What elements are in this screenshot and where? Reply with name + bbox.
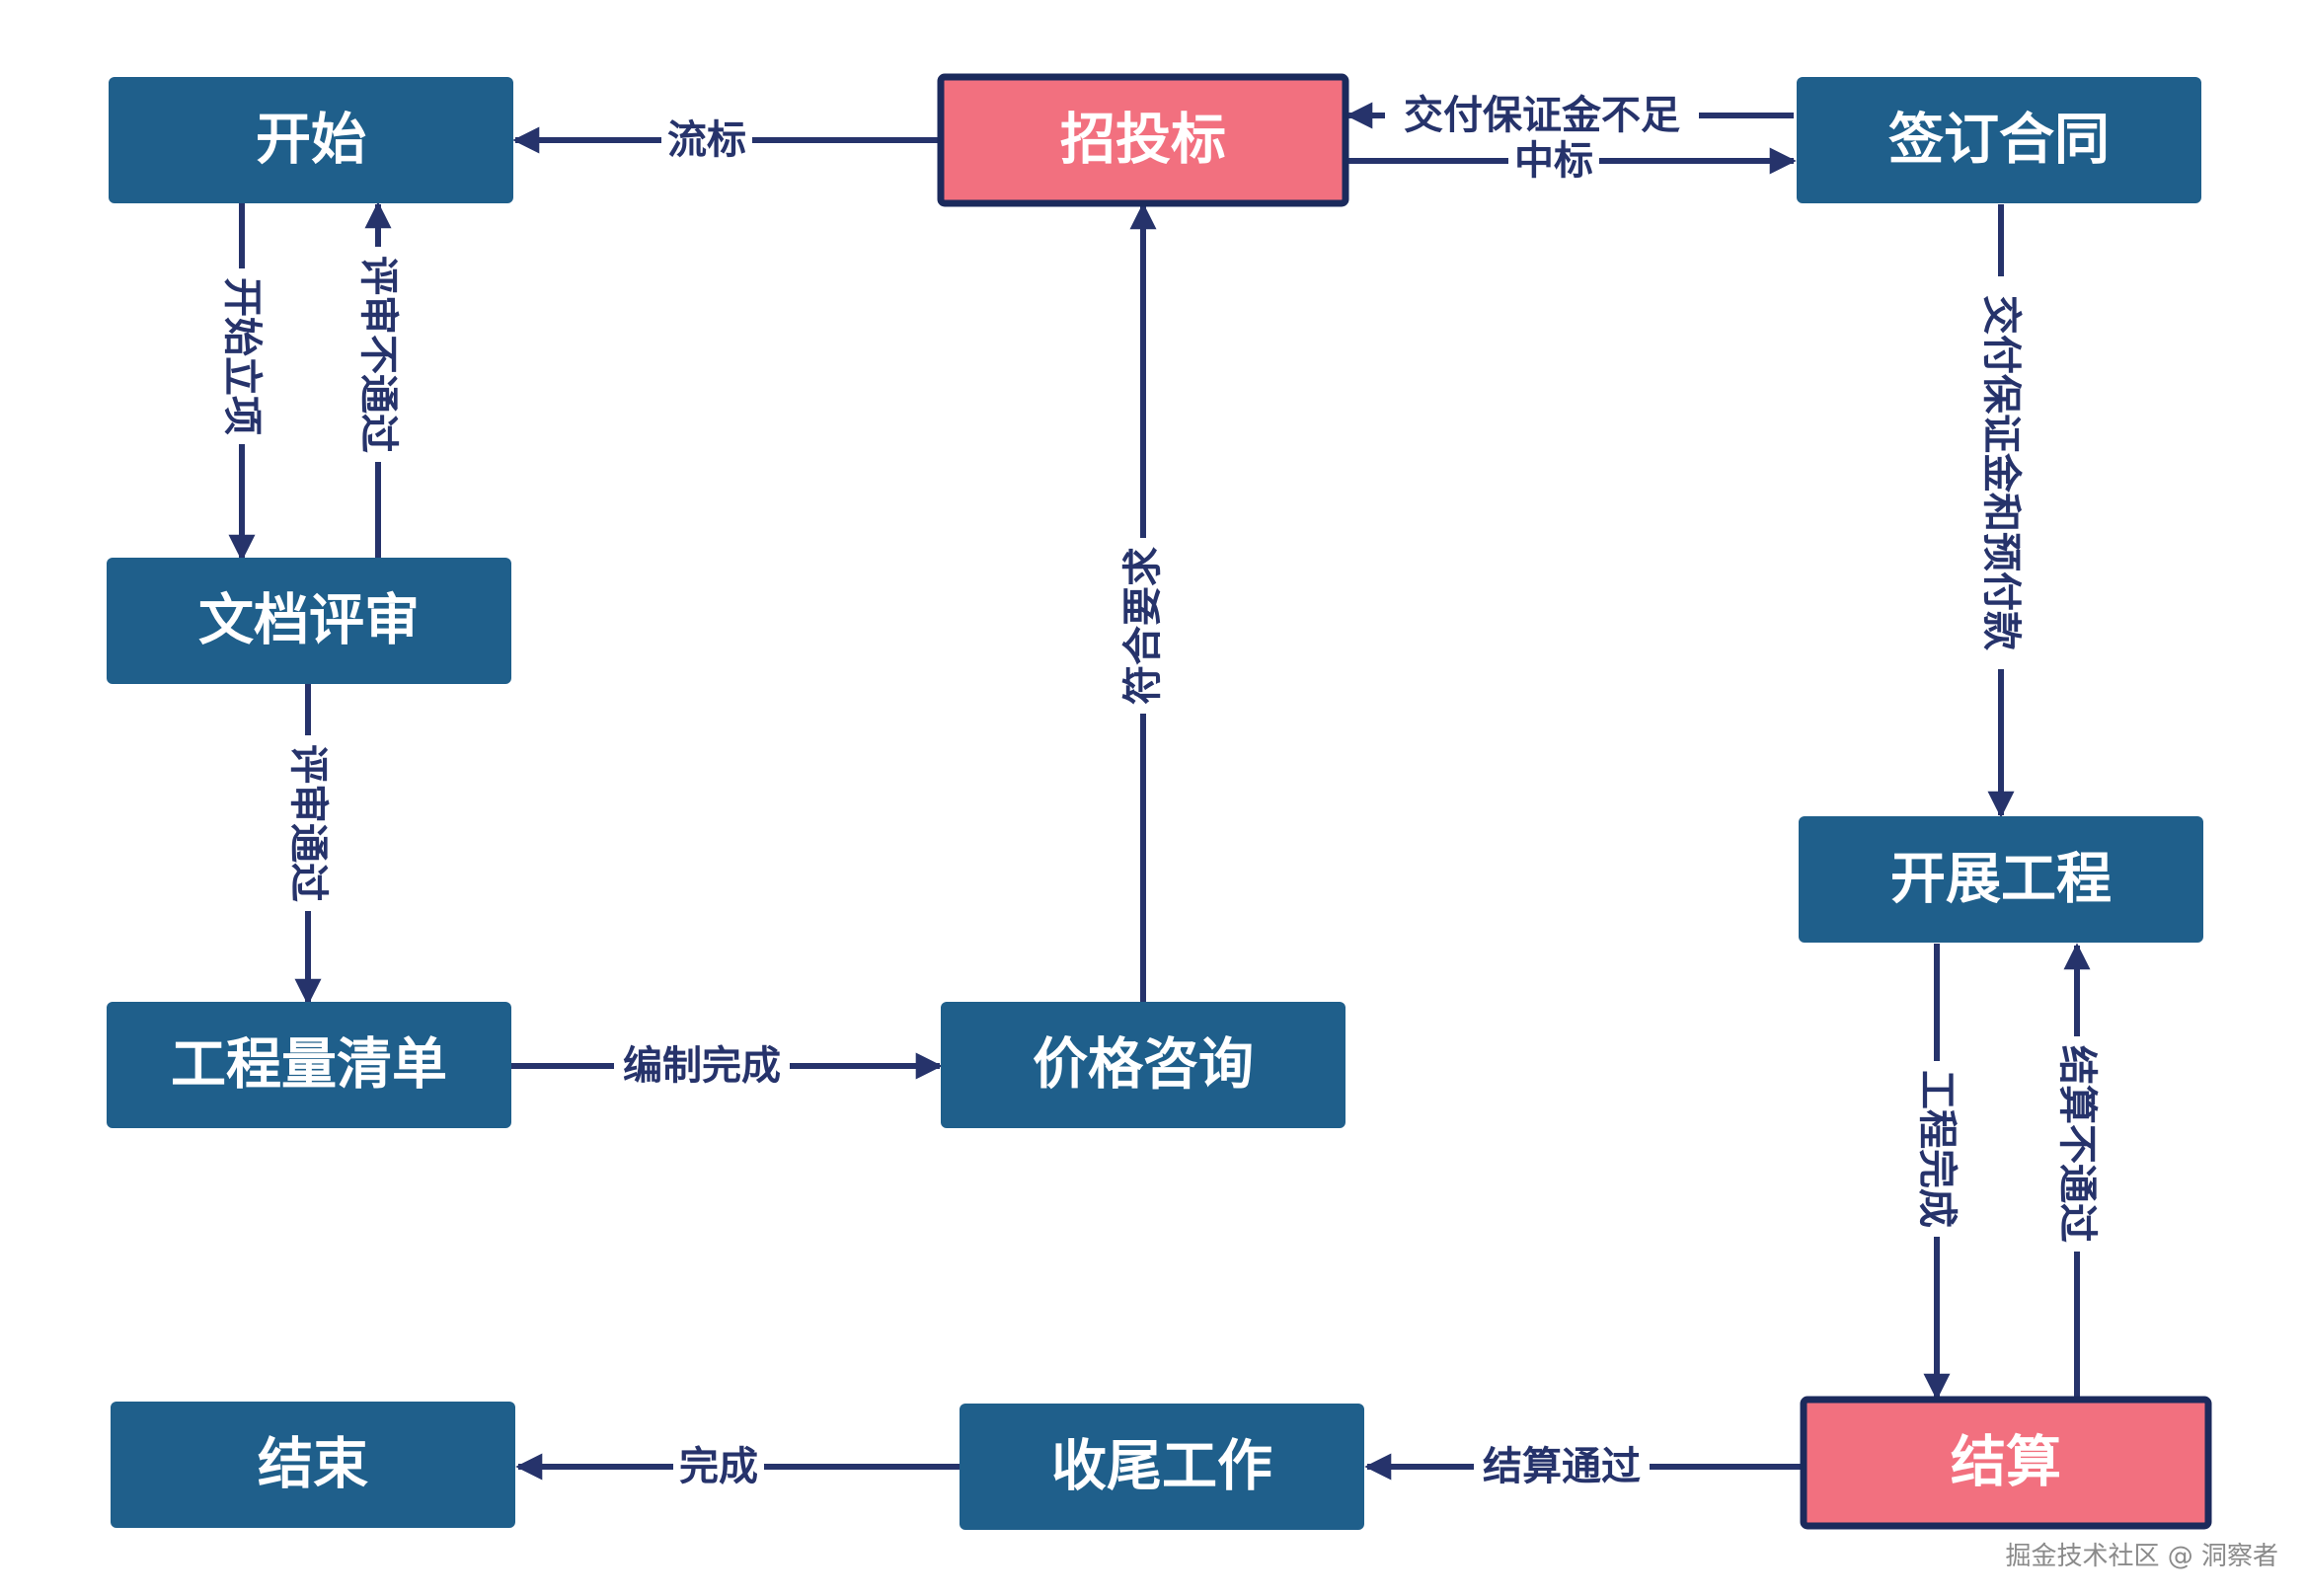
edge-label-price-to-tender: 符合要求 — [1120, 547, 1166, 705]
edge-label-tender-to-contract: 中标 — [1514, 138, 1593, 184]
node-start[interactable]: 开始 — [109, 77, 513, 203]
node-doc-review-label: 文档评审 — [198, 589, 420, 653]
edge-tender-to-contract: 中标 — [1348, 138, 1797, 184]
node-price-consult[interactable]: 价格咨询 — [941, 1002, 1345, 1128]
edge-label-wrapup-to-finish: 完成 — [679, 1444, 758, 1489]
edge-contract-to-tender: 交付保证金不足 — [1345, 92, 1794, 139]
node-settlement-label: 结算 — [1951, 1431, 2061, 1495]
edge-label-review-to-start: 评审不通过 — [355, 256, 401, 453]
edge-review-to-start: 评审不通过 — [354, 201, 402, 559]
edge-start-to-review: 开始立项 — [218, 202, 266, 562]
watermark: 掘金技术社区 @ 洞察者 — [2005, 1542, 2278, 1571]
edge-label-start-to-review: 开始立项 — [219, 277, 265, 435]
node-tender-label: 招投标 — [1060, 109, 1226, 173]
node-contract[interactable]: 签订合同 — [1797, 77, 2201, 203]
edge-tender-to-start: 流标 — [512, 116, 938, 164]
node-contract-label: 签订合同 — [1888, 109, 2110, 173]
edge-price-to-tender: 符合要求 — [1119, 202, 1167, 1002]
edge-label-construction-to-settlement: 工程完成 — [1914, 1070, 1960, 1228]
node-finish-label: 结束 — [258, 1433, 368, 1497]
node-finish[interactable]: 结束 — [111, 1402, 515, 1528]
node-doc-review[interactable]: 文档评审 — [107, 558, 511, 684]
edge-label-settlement-to-construction: 结算不通过 — [2054, 1045, 2100, 1243]
node-wrapup-label: 收尾工作 — [1051, 1435, 1272, 1499]
edge-label-tender-to-start: 流标 — [667, 117, 746, 163]
edge-contract-to-construction: 交付保证金和预付款 — [1977, 204, 2025, 818]
edge-wrapup-to-finish: 完成 — [515, 1443, 960, 1490]
node-boq-label: 工程量清单 — [171, 1033, 447, 1098]
node-tender[interactable]: 招投标 — [937, 73, 1349, 207]
edge-settlement-to-construction: 结算不通过 — [2053, 943, 2101, 1398]
node-price-consult-label: 价格咨询 — [1033, 1033, 1254, 1098]
edge-label-review-to-boq: 评审通过 — [285, 744, 331, 902]
edge-label-contract-to-construction: 交付保证金和预付款 — [1978, 295, 2024, 650]
edge-review-to-boq: 评审通过 — [284, 683, 332, 1006]
node-construction-label: 开展工程 — [1890, 848, 2112, 912]
node-settlement[interactable]: 结算 — [1800, 1396, 2212, 1530]
node-start-label: 开始 — [256, 109, 366, 173]
edge-label-settlement-to-wrapup: 结算通过 — [1483, 1444, 1641, 1489]
edge-label-boq-to-price: 编制完成 — [623, 1043, 781, 1089]
node-boq[interactable]: 工程量清单 — [107, 1002, 511, 1128]
edge-label-contract-to-tender: 交付保证金不足 — [1404, 93, 1680, 138]
edge-construction-to-settlement: 工程完成 — [1913, 944, 1960, 1401]
edge-settlement-to-wrapup: 结算通过 — [1364, 1443, 1805, 1490]
node-wrapup[interactable]: 收尾工作 — [960, 1404, 1364, 1530]
node-construction[interactable]: 开展工程 — [1799, 816, 2203, 943]
edge-boq-to-price: 编制完成 — [511, 1042, 943, 1090]
